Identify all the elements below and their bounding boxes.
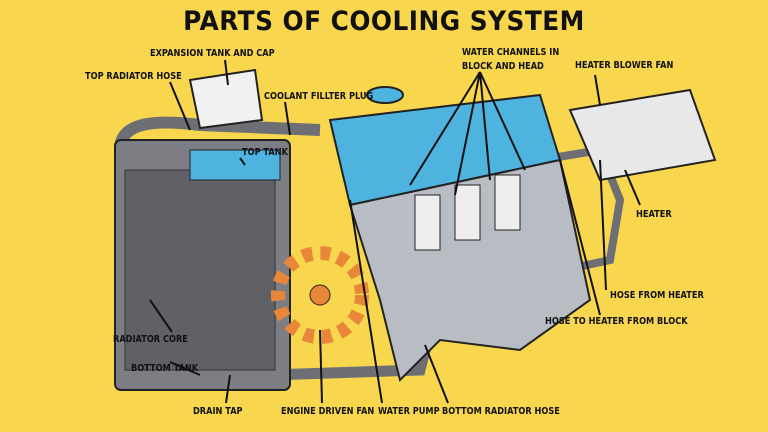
label-bottom-radiator-hose: BOTTOM RADIATOR HOSE [442, 406, 560, 417]
label-expansion-tank: EXPANSION TANK AND CAP [150, 48, 275, 59]
page-title: PARTS OF COOLING SYSTEM [183, 6, 585, 37]
radiator-core [124, 169, 276, 371]
label-water-channels-1: WATER CHANNELS IN [462, 47, 560, 58]
label-water-pump: WATER PUMP [378, 406, 440, 417]
label-heater: HEATER [636, 209, 672, 220]
engine-driven-fan [271, 246, 369, 344]
coolant-filler-plug [366, 86, 404, 104]
label-top-tank: TOP TANK [242, 147, 288, 158]
label-heater-blower-fan: HEATER BLOWER FAN [575, 60, 674, 71]
label-hose-from-heater: HOSE FROM HEATER [610, 290, 704, 301]
label-water-channels-2: BLOCK AND HEAD [462, 61, 544, 72]
label-drain-tap: DRAIN TAP [193, 406, 243, 417]
top-tank [189, 149, 281, 181]
heater-unit [568, 88, 717, 182]
leader-lines [149, 59, 641, 404]
label-hose-to-heater: HOSE TO HEATER FROM BLOCK [545, 316, 688, 327]
label-top-radiator-hose: TOP RADIATOR HOSE [85, 71, 182, 82]
label-engine-fan: ENGINE DRIVEN FAN [281, 406, 375, 417]
label-coolant-plug: COOLANT FILLTER PLUG [264, 91, 374, 102]
expansion-tank [188, 68, 264, 130]
piston [414, 194, 441, 251]
piston [494, 174, 521, 231]
label-bottom-tank: BOTTOM TANK [131, 363, 199, 374]
piston [454, 184, 481, 241]
label-radiator-core: RADIATOR CORE [113, 334, 188, 345]
